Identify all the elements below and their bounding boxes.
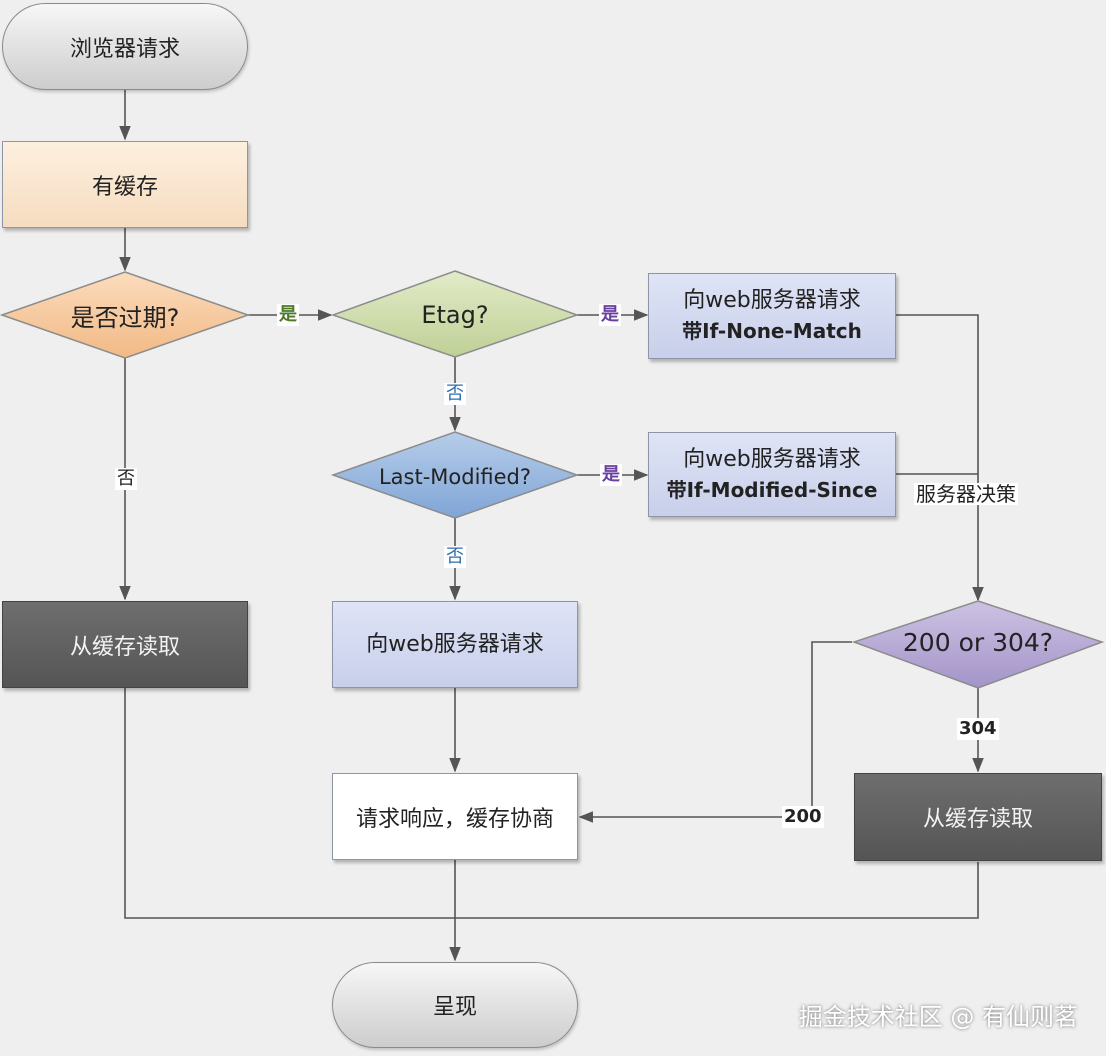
read-cache-right-label: 从缓存读取 [922,807,1033,832]
request-if-modified-since-line2: 带If-Modified-Since [666,477,878,502]
code-304-label: 304 [957,718,999,740]
request-plain-label: 向web服务器请求 [366,632,544,657]
render-label: 呈现 [432,995,477,1020]
start-node: 浏览器请求 [2,3,248,90]
edge-200-response [578,641,852,823]
edge-right-render [455,862,979,919]
expired-no-label: 否 [115,468,137,490]
watermark: 掘金技术社区 @ 有仙则茗 [798,1003,1078,1031]
status-diamond [851,600,1105,689]
etag-diamond [330,270,580,358]
code-200-label: 200 [782,806,824,828]
response-box: 请求响应，缓存协商 [332,773,578,860]
expired-label: 是否过期? [70,303,180,332]
request-if-modified-since-box: 向web服务器请求 带If-Modified-Since [648,432,896,517]
request-if-none-match-line2: 带If-None-Match [682,319,862,343]
status-label: 200 or 304? [902,627,1054,657]
request-plain-box: 向web服务器请求 [332,601,578,688]
etag-yes-label: 是 [599,304,621,326]
read-cache-right-box: 从缓存读取 [854,773,1102,861]
read-cache-left-box: 从缓存读取 [2,601,248,688]
last-modified-label: Last-Modified? [378,465,532,489]
server-decision-label: 服务器决策 [914,482,1018,506]
lm-yes-label: 是 [600,464,622,486]
request-if-none-match-line1: 向web服务器请求 [683,288,861,313]
response-label: 请求响应，缓存协商 [355,806,554,832]
last-modified-diamond [330,431,580,519]
lm-no-label: 否 [444,546,466,568]
start-label: 浏览器请求 [69,36,180,62]
expired-yes-label: 是 [277,304,299,326]
read-cache-left-label: 从缓存读取 [69,634,180,660]
request-if-none-match-box: 向web服务器请求 带If-None-Match [648,273,896,359]
has-cache-box: 有缓存 [2,141,248,228]
etag-label: Etag? [421,301,489,329]
render-node: 呈现 [332,962,578,1048]
has-cache-label: 有缓存 [91,174,158,200]
request-if-modified-since-line1: 向web服务器请求 [683,446,861,472]
etag-no-label: 否 [444,383,466,405]
edge-left-render [124,688,455,919]
expired-diamond [0,271,251,359]
edge-inm-decision [896,314,984,602]
